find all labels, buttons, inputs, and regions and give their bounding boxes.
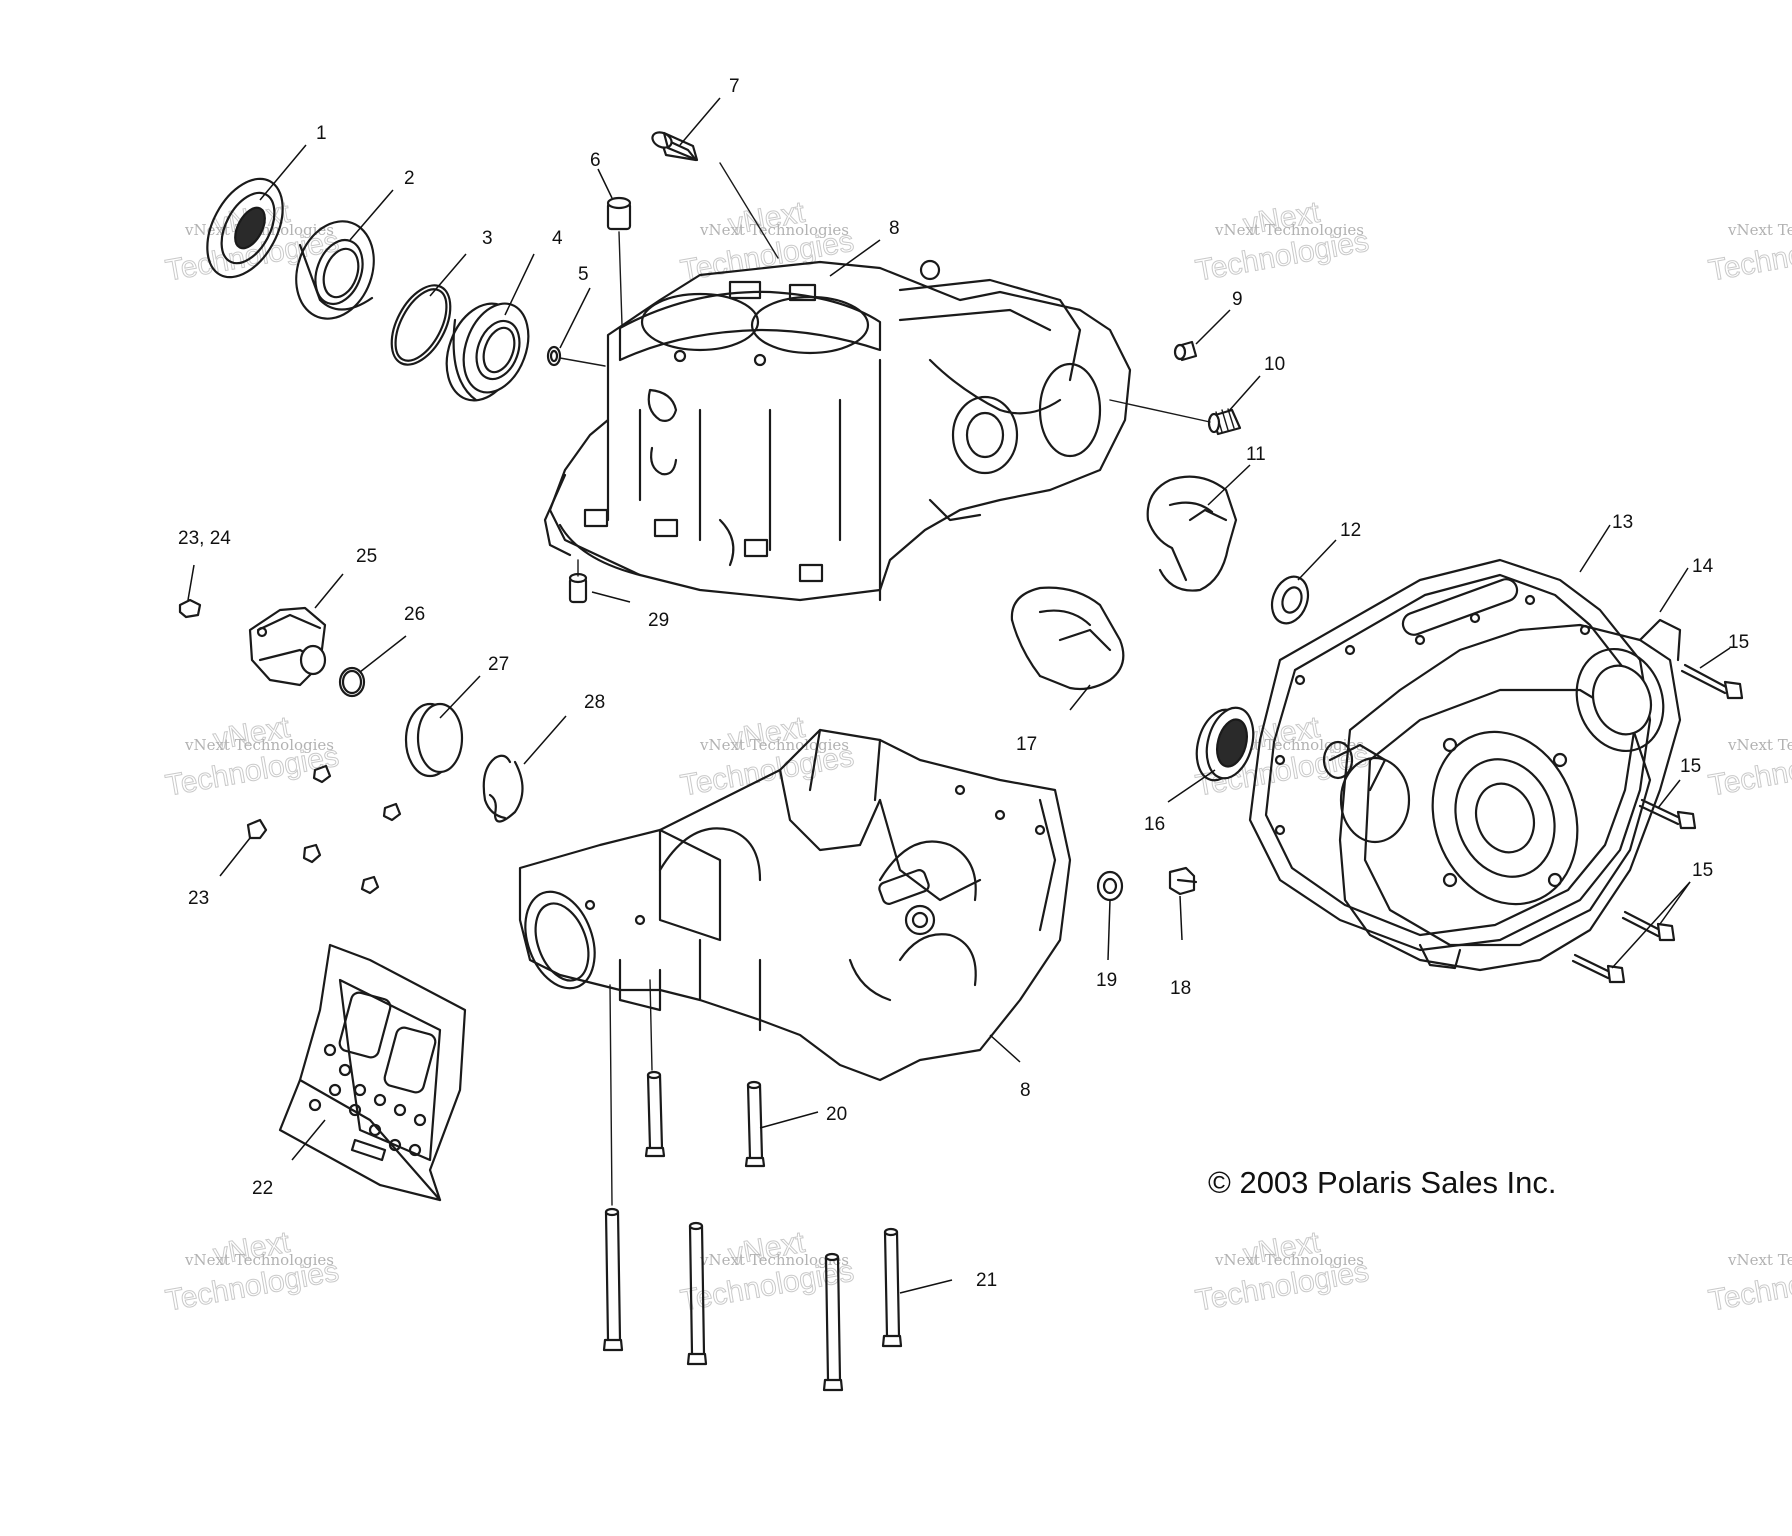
callout-29: 29 — [648, 610, 669, 631]
callout-17: 17 — [1016, 734, 1037, 755]
part-17-bearing-shell — [1010, 586, 1125, 691]
callout-3: 3 — [482, 228, 493, 249]
callout-9: 9 — [1232, 289, 1243, 310]
callout-11: 11 — [1246, 444, 1266, 465]
callout-8-upper: 8 — [889, 218, 900, 239]
part-13-gasket — [1248, 558, 1652, 952]
svg-text:vNext Technologies: vNext Technologies — [1727, 736, 1792, 754]
watermark: Technologies vNext Technologies vNext — [678, 710, 857, 803]
watermark: Technologies vNext Technologies vNext — [163, 1225, 342, 1318]
part-15-bolt-b — [1638, 798, 1697, 830]
watermark: Technologies vNext Technologies vNext — [678, 1225, 857, 1318]
svg-text:vNext Technologies: vNext Technologies — [699, 1251, 849, 1269]
part-20-stud-b — [744, 1080, 766, 1168]
watermark: Technologies vNext Technologies vNext — [163, 710, 342, 803]
part-22-plate — [278, 943, 467, 1202]
callout-26: 26 — [404, 604, 425, 625]
part-16-seal — [1195, 706, 1255, 782]
callout-7: 7 — [729, 76, 740, 97]
callout-19: 19 — [1096, 970, 1117, 991]
part-11-bearing-shell — [1146, 475, 1238, 592]
part-18-fitting — [1168, 866, 1198, 896]
part-21-stud-c — [822, 1252, 844, 1392]
part-14-side-cover — [1322, 618, 1682, 972]
part-27-cap — [404, 702, 464, 778]
part-9-plug — [1173, 340, 1198, 362]
watermark: Technologies vNext Technologies vNext — [1193, 195, 1372, 288]
watermark: Technologies vNext Technologies vNext — [1193, 1225, 1372, 1318]
svg-text:vNext Technologies: vNext Technologies — [1214, 1251, 1364, 1269]
part-15-bolt-a — [1680, 663, 1744, 700]
part-28-circlip — [482, 754, 524, 823]
svg-text:vNext Technologies: vNext Technologies — [699, 736, 849, 754]
callout-25: 25 — [356, 546, 377, 567]
callout-14: 14 — [1692, 556, 1714, 577]
svg-text:vNext Technologies: vNext Technologies — [1727, 221, 1792, 239]
callout-23-24: 23, 24 — [178, 528, 231, 549]
svg-text:vNext Technologies: vNext Technologies — [1214, 221, 1364, 239]
callout-21: 21 — [976, 1270, 997, 1291]
callout-12: 12 — [1340, 520, 1361, 541]
callout-labels: 1 2 3 4 5 6 7 8 9 10 11 12 13 14 15 15 1… — [178, 76, 1749, 1291]
svg-text:vNext Technologies: vNext Technologies — [699, 221, 849, 239]
part-29-dowel — [568, 572, 588, 604]
callout-6: 6 — [590, 150, 601, 171]
callout-4: 4 — [552, 228, 563, 249]
part-21-stud-b — [686, 1221, 708, 1366]
watermark: Technologies vNext Technologies — [1706, 1251, 1792, 1318]
part-23-24-plug — [178, 598, 202, 619]
part-23-plug-e — [312, 764, 332, 784]
part-5-ring — [546, 345, 562, 367]
part-20-stud-a — [644, 1070, 666, 1158]
part-23-plug-a — [246, 818, 268, 840]
callout-16: 16 — [1144, 814, 1165, 835]
copyright-notice: © 2003 Polaris Sales Inc. — [1208, 1165, 1557, 1200]
callout-15-a: 15 — [1728, 632, 1749, 653]
part-4-bearing — [445, 302, 530, 402]
callout-1: 1 — [316, 123, 327, 144]
callout-15-b: 15 — [1680, 756, 1701, 777]
callout-22: 22 — [252, 1178, 273, 1199]
part-6-dowel — [606, 196, 632, 231]
callout-10: 10 — [1264, 354, 1285, 375]
part-1-seal-plate — [206, 177, 284, 279]
callout-2: 2 — [404, 168, 415, 189]
callout-27: 27 — [488, 654, 509, 675]
part-8-upper-crankcase — [543, 259, 1132, 602]
watermark: Technologies vNext Technologies — [1706, 221, 1792, 288]
leader-lines — [187, 97, 1731, 1294]
part-2-seal — [295, 220, 375, 320]
svg-text:vNext Technologies: vNext Technologies — [184, 736, 334, 754]
callout-28: 28 — [584, 692, 605, 713]
callout-5: 5 — [578, 264, 589, 285]
part-19-washer — [1096, 870, 1124, 902]
watermark: Technologies vNext Technologies — [1706, 736, 1792, 803]
part-26-o-ring — [338, 666, 366, 698]
part-21-stud-a — [602, 1207, 624, 1352]
callout-18: 18 — [1170, 978, 1191, 999]
part-15-bolt-c — [1621, 910, 1676, 942]
svg-text:vNext Technologies: vNext Technologies — [184, 1251, 334, 1269]
part-8-lower-crankcase — [518, 728, 1072, 1082]
svg-text:vNext Technologies: vNext Technologies — [1727, 1251, 1792, 1269]
part-25-cap — [248, 606, 327, 687]
part-10-threaded-plug — [1207, 408, 1242, 436]
part-23-plug-d — [382, 802, 402, 822]
callout-15-c: 15 — [1692, 860, 1713, 881]
part-21-stud-d — [881, 1227, 903, 1348]
part-23-plug-c — [360, 875, 380, 895]
part-15-bolt-d — [1571, 953, 1626, 984]
callout-23: 23 — [188, 888, 209, 909]
callout-20: 20 — [826, 1104, 847, 1125]
part-23-plug-b — [302, 843, 322, 864]
part-3-o-ring — [390, 284, 452, 366]
callout-13: 13 — [1612, 512, 1633, 533]
callout-8-lower: 8 — [1020, 1080, 1031, 1101]
part-12-washer — [1270, 575, 1310, 625]
